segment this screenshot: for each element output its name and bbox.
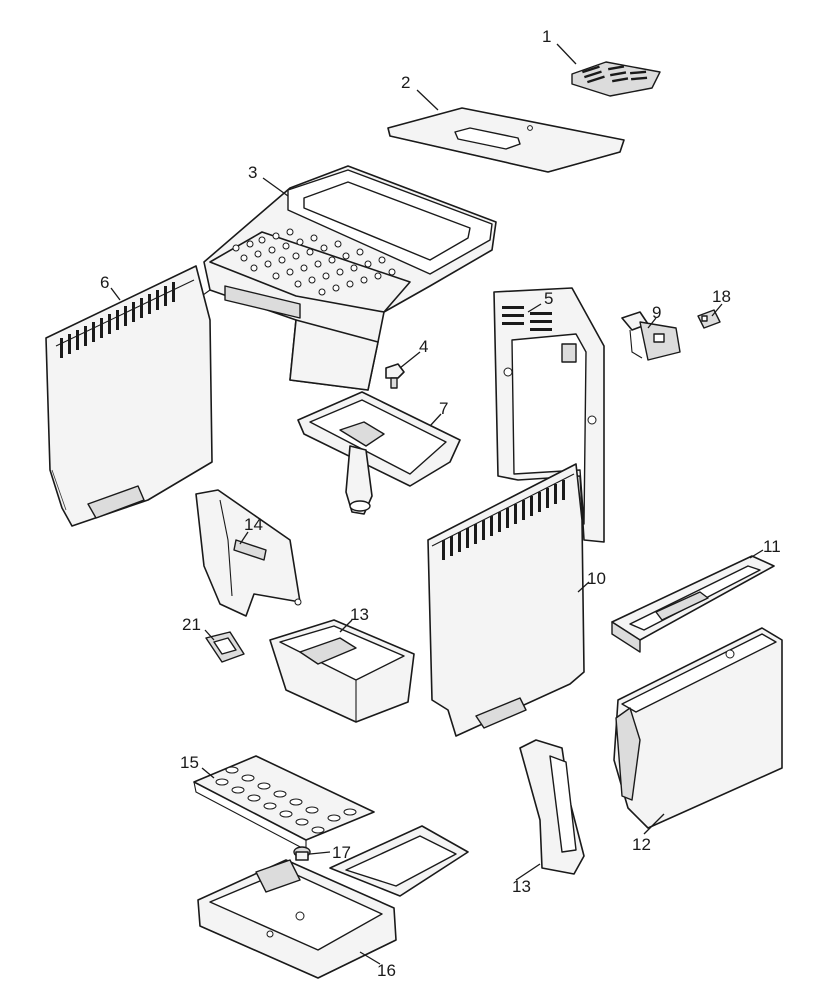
callout-16: 15 xyxy=(180,753,199,772)
callout-2: 2 xyxy=(401,73,410,92)
callout-21: 21 xyxy=(182,615,201,634)
part-15-front-lower-panel xyxy=(195,489,302,617)
callout-7: 7 xyxy=(439,399,448,418)
callout-4: 4 xyxy=(419,337,428,356)
leader-lines xyxy=(110,43,764,965)
part-6-left-side-panel xyxy=(45,265,213,527)
part-5-rear-frame xyxy=(493,287,605,543)
callout-10: 10 xyxy=(587,569,606,588)
part-11-top-drawer xyxy=(611,555,775,653)
part-3-upper-body xyxy=(193,165,497,391)
part-13-spout-cover xyxy=(519,739,585,875)
callout-3: 3 xyxy=(248,163,257,182)
callout-labels: 1 2 3 6 5 4 7 9 18 14 10 11 21 13 12 13 … xyxy=(100,27,781,980)
part-10-right-side-panel xyxy=(427,463,585,737)
part-18-tray-float xyxy=(293,846,311,861)
part-4-knob xyxy=(385,363,405,389)
part-19-connector xyxy=(697,309,721,329)
callout-11: 11 xyxy=(763,537,781,556)
part-1-cup-grid xyxy=(571,61,661,97)
part-12-water-tank xyxy=(613,627,783,829)
part-17-drip-tray xyxy=(197,825,469,979)
callout-1: 1 xyxy=(542,27,551,46)
callout-15: 14 xyxy=(244,515,263,534)
part-21-bracket xyxy=(205,631,245,663)
part-14-grounds-container xyxy=(269,619,415,723)
callout-19: 18 xyxy=(712,287,731,306)
callout-6: 6 xyxy=(100,273,109,292)
callout-17: 16 xyxy=(377,961,396,980)
callout-18: 17 xyxy=(332,843,351,862)
part-2-top-lid xyxy=(387,107,625,173)
callout-9: 9 xyxy=(652,303,661,322)
part-16-drip-grid xyxy=(193,755,375,851)
part-7-funnel-tray xyxy=(297,391,461,515)
callout-5: 5 xyxy=(544,289,553,308)
callout-14: 13 xyxy=(350,605,369,624)
callout-13: 13 xyxy=(512,877,531,896)
part-9-switch xyxy=(621,311,681,361)
callout-12: 12 xyxy=(632,835,651,854)
